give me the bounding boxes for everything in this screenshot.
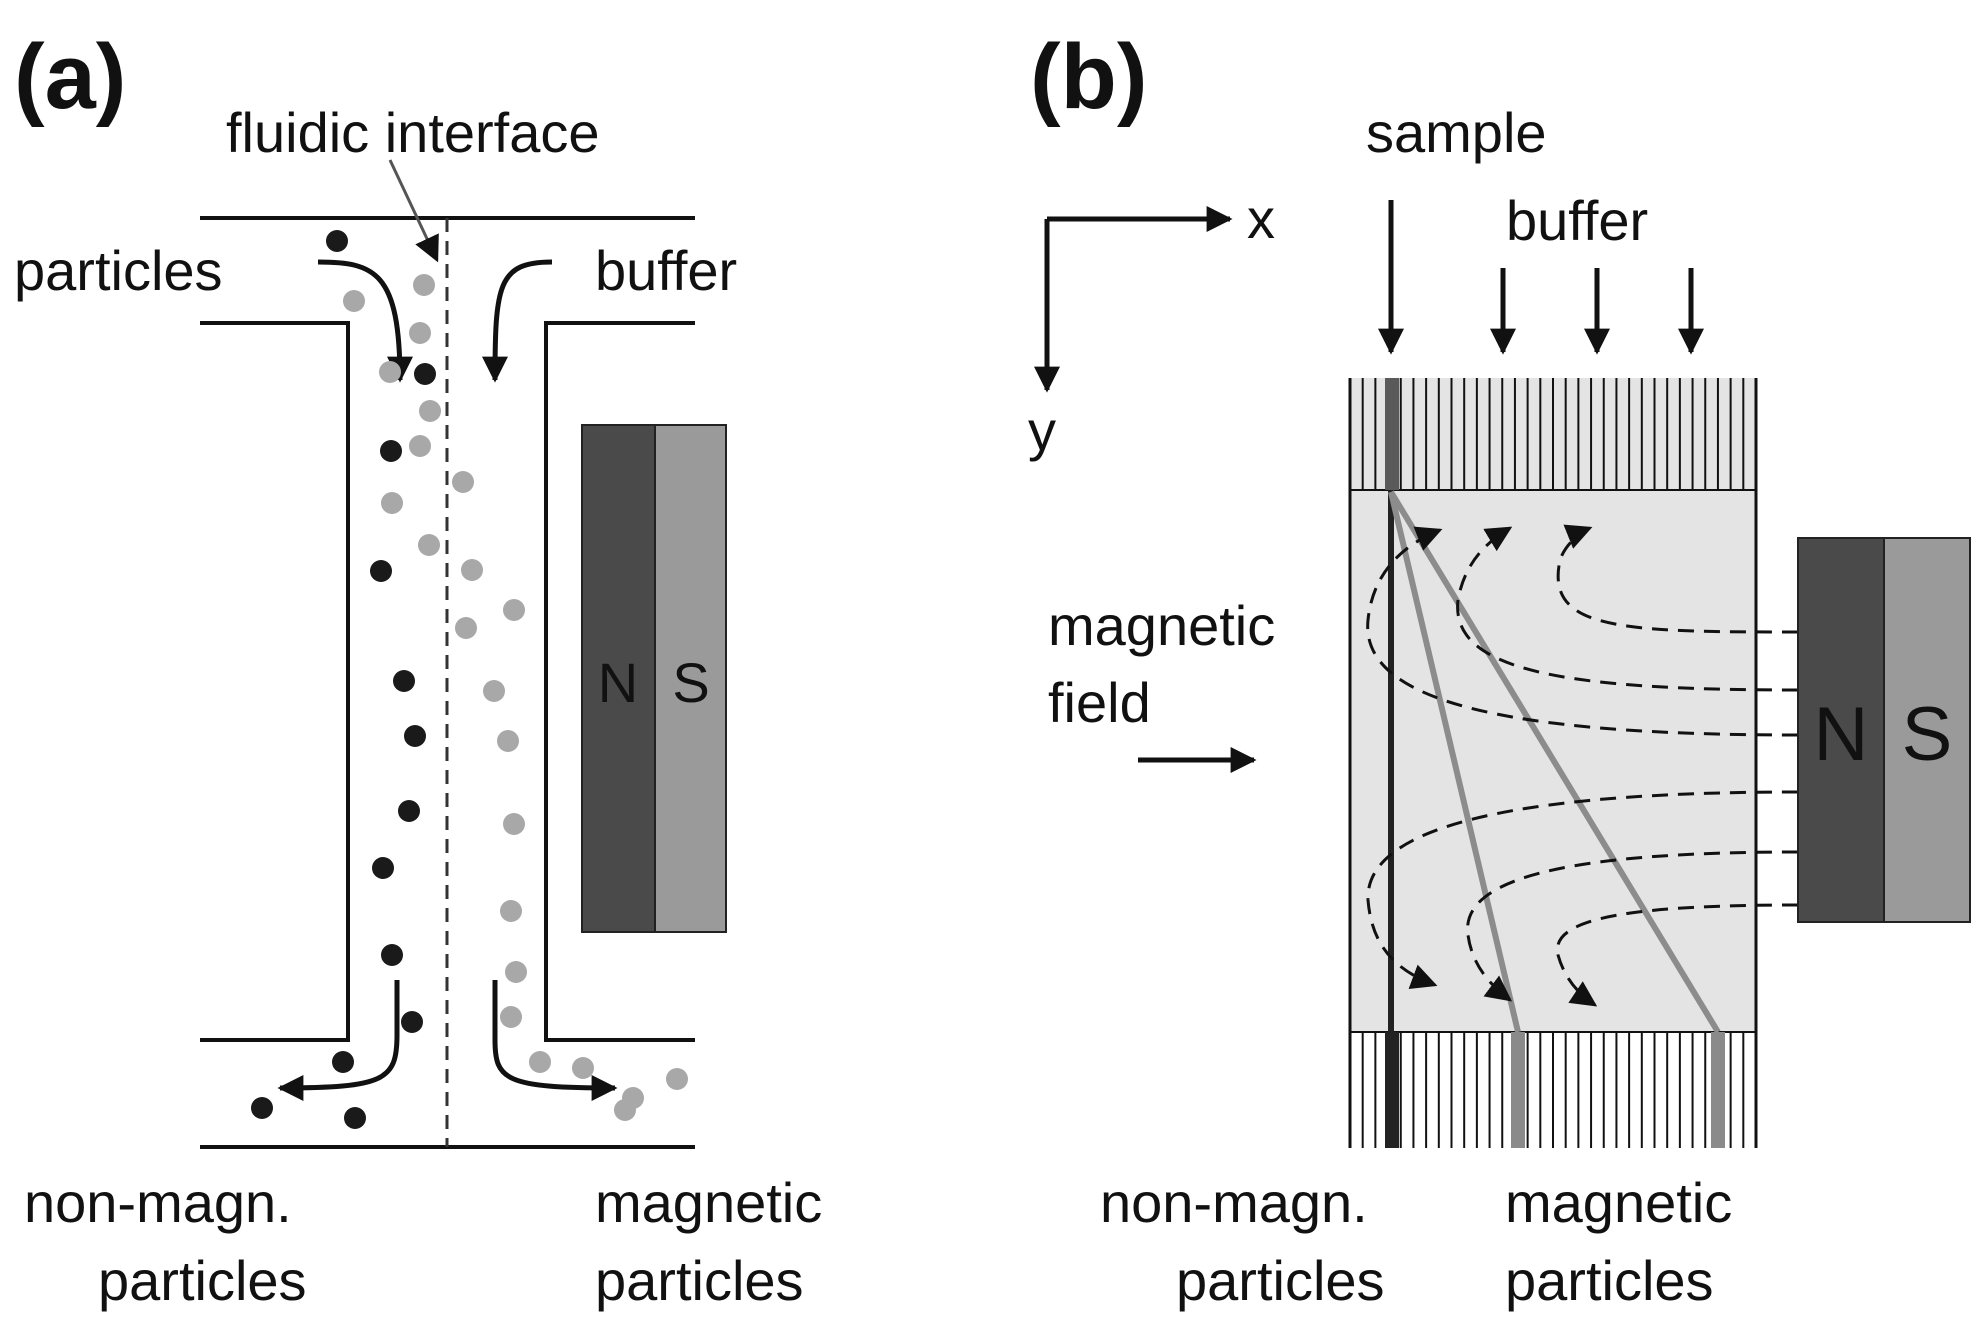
panel-a-label: (a) <box>14 26 126 128</box>
non-magnetic-particle <box>401 1011 423 1033</box>
magnetic-particle <box>409 435 431 457</box>
coordinate-axes: x y <box>1028 187 1275 462</box>
field-line <box>1366 790 1799 990</box>
magnetic-particle <box>452 471 474 493</box>
magnet-b: N S <box>1797 537 1971 923</box>
magnetic-particle <box>483 680 505 702</box>
non-magnetic-particle <box>414 363 436 385</box>
magnetic-trajectory <box>1388 490 1721 1034</box>
magnet-b-south-label: S <box>1902 692 1953 777</box>
magnetic-particle <box>455 617 477 639</box>
non-magnetic-particle <box>326 230 348 252</box>
magnetic-particle <box>614 1099 636 1121</box>
field-line <box>1555 903 1799 1007</box>
magnetic-particle <box>343 290 365 312</box>
inlet-channels <box>1349 378 1757 491</box>
buffer-inflow-arrow <box>482 259 553 383</box>
magnetic-outlet-channel <box>1511 1032 1525 1148</box>
magnetic-particle <box>381 492 403 514</box>
magnetic-particle <box>409 322 431 344</box>
non-magnetic-outlet-channel <box>1385 1032 1399 1148</box>
magnetic-particle <box>497 730 519 752</box>
non-magnetic-outlet-label-b-line2: particles <box>1176 1249 1385 1312</box>
sample-inlet-channel <box>1385 378 1399 490</box>
magnetic-particle <box>500 1006 522 1028</box>
non-magnetic-outlet-label-line2: particles <box>98 1249 307 1312</box>
magnet-b-north-label: N <box>1814 692 1869 777</box>
magnetic-particles <box>343 274 688 1121</box>
magnetic-particle <box>572 1057 594 1079</box>
magnetic-outflow-arrow <box>492 980 618 1101</box>
fluidic-interface-label: fluidic interface <box>226 101 600 164</box>
non-magnetic-particle <box>251 1097 273 1119</box>
non-magnetic-particle <box>381 944 403 966</box>
magnetic-outlet-label-b-line2: particles <box>1505 1249 1714 1312</box>
sample-inlet-label: sample <box>1366 101 1547 164</box>
non-magnetic-outlet-label-b-line1: non-magn. <box>1100 1171 1368 1234</box>
magnet-a: N S <box>581 424 727 933</box>
magnetic-particle <box>666 1068 688 1090</box>
non-magnetic-particle <box>344 1107 366 1129</box>
non-magnetic-particle <box>332 1051 354 1073</box>
magnetic-particle <box>413 274 435 296</box>
non-magnetic-particle <box>398 800 420 822</box>
non-magnetic-outlet-label-line1: non-magn. <box>24 1171 292 1234</box>
y-axis-label: y <box>1028 399 1056 462</box>
panel-a: (a) fluidic interface particles buffer <box>14 26 822 1312</box>
magnetic-field-label-line1: magnetic <box>1048 594 1275 657</box>
field-line <box>1366 526 1799 737</box>
particles-inlet-label: particles <box>14 239 223 302</box>
magnetic-particle <box>503 813 525 835</box>
magnetic-outlet-label-b-line1: magnetic <box>1505 1171 1732 1234</box>
magnetic-outlet-label-line1: magnetic <box>595 1171 822 1234</box>
magnet-a-north-pole <box>581 424 656 933</box>
magnetic-outlet-channel <box>1711 1032 1725 1148</box>
field-line <box>1466 850 1799 1002</box>
field-line <box>1456 526 1799 692</box>
magnetic-particle <box>379 361 401 383</box>
magnetic-particle <box>461 559 483 581</box>
magnetic-particle <box>529 1051 551 1073</box>
magnetic-field-lines <box>1366 524 1799 1007</box>
non-magnetic-particle <box>370 560 392 582</box>
field-line <box>1556 524 1799 634</box>
magnet-a-south-label: S <box>672 651 709 714</box>
non-magnetic-particles <box>251 230 436 1129</box>
magnetic-particle <box>419 400 441 422</box>
non-magnetic-particle <box>372 857 394 879</box>
particles-inflow-arrow <box>317 259 413 383</box>
magnetic-field-label-line2: field <box>1048 671 1151 734</box>
magnetic-trajectory <box>1388 491 1521 1033</box>
non-magnetic-particle <box>380 440 402 462</box>
magnetic-particle <box>503 599 525 621</box>
magnet-a-north-label: N <box>598 651 638 714</box>
panel-b-label: (b) <box>1030 26 1147 128</box>
magnet-a-south-pole <box>654 424 727 933</box>
non-magnetic-outflow-arrow <box>277 980 400 1101</box>
x-axis-label: x <box>1247 187 1275 250</box>
magnetic-particle <box>505 961 527 983</box>
magnetic-particle <box>500 900 522 922</box>
buffer-inlet-label-b: buffer <box>1506 189 1648 252</box>
magnet-b-south-pole <box>1883 537 1971 923</box>
interface-pointer-arrow <box>388 159 439 263</box>
magnetic-outlet-label-line2: particles <box>595 1249 804 1312</box>
magnetic-particle <box>418 534 440 556</box>
non-magnetic-particle <box>404 725 426 747</box>
outlet-channels <box>1349 1031 1757 1148</box>
panel-b: (b) x y sample buffer <box>1028 26 1971 1312</box>
buffer-inlet-label: buffer <box>595 239 737 302</box>
non-magnetic-particle <box>393 670 415 692</box>
